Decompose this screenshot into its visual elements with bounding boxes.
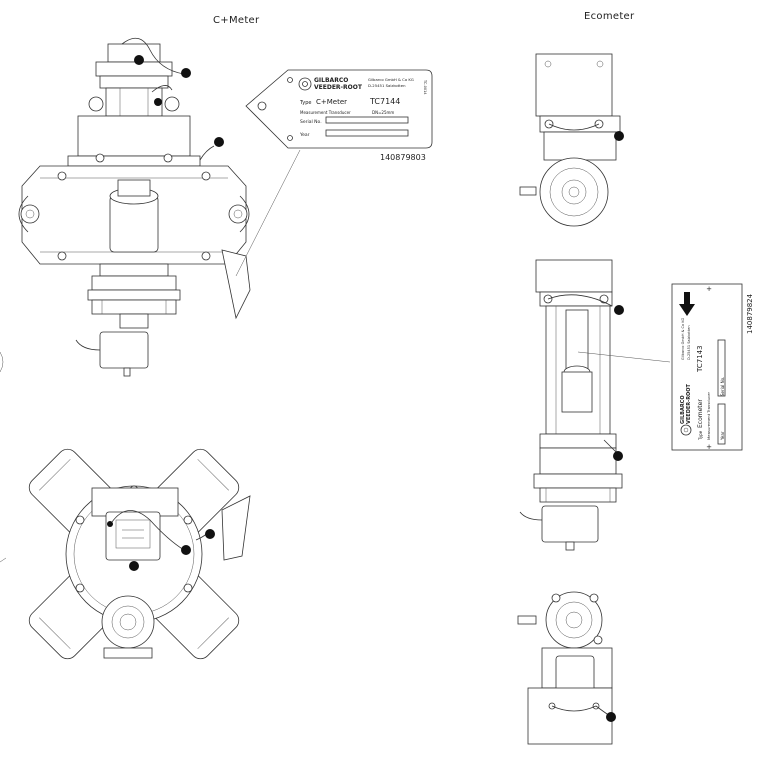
eco-brand-2: VEEDER-ROOT [686,383,692,424]
eco-company-2: D-25451 Salzkotten [687,325,691,360]
ecometer-bottom-view [517,591,616,745]
cmeter-transducer-label: Measurement Transducer [300,110,351,115]
eco-plate-cross-bottom: + [706,443,712,451]
eco-type-label: Type [698,430,703,441]
cmeter-brand-2: VEEDER-ROOT [314,84,363,91]
eco-company-1: Gilbarco GmbH & Co KG [681,318,685,360]
eco-arrow-icon [679,292,695,316]
cmeter-code: TC7144 [369,97,400,106]
cmeter-side-view [18,37,301,377]
cmeter-year-label: Year [299,132,310,138]
cmeter-brand-1: GILBARCO [314,77,348,84]
cmeter-type-value: C+Meter [316,98,347,106]
eco-year-label: Year [720,431,725,441]
eco-brand-1: GILBARCO [680,395,686,424]
cmeter-part-number: 140879803 [380,153,426,162]
cmeter-serial-label: Serial No. [300,119,322,125]
cmeter-side-code: TC-0014 [423,79,427,95]
cmeter-top-view [28,448,251,660]
cmeter-company-1: Gilbarco GmbH & Co KG [368,77,414,82]
eco-part-number: 140879824 [746,293,754,334]
eco-transducer-label: Measurement Transducer [706,391,711,440]
eco-plate-cross-top: + [706,285,712,293]
ecometer-title: Ecometer [584,11,635,22]
eco-code: TC7143 [696,345,704,373]
cmeter-type-label: Type [299,100,311,106]
eco-type-value: Ecometer [697,399,704,428]
cmeter-transducer-value: DN=25mm [372,110,394,115]
ecometer-top-view [519,53,624,227]
cmeter-title: C+Meter [213,15,260,26]
ecometer-label-plate: + + GILBARCO VEEDER-ROOT Gilbarco GmbH &… [671,283,754,451]
ecometer-side-view [519,259,671,551]
eco-serial-label: Serial No. [720,377,725,396]
cmeter-label-plate: GILBARCO VEEDER-ROOT Gilbarco GmbH & Co … [245,69,433,162]
cmeter-company-2: D-25451 Salzkotten [368,83,406,88]
